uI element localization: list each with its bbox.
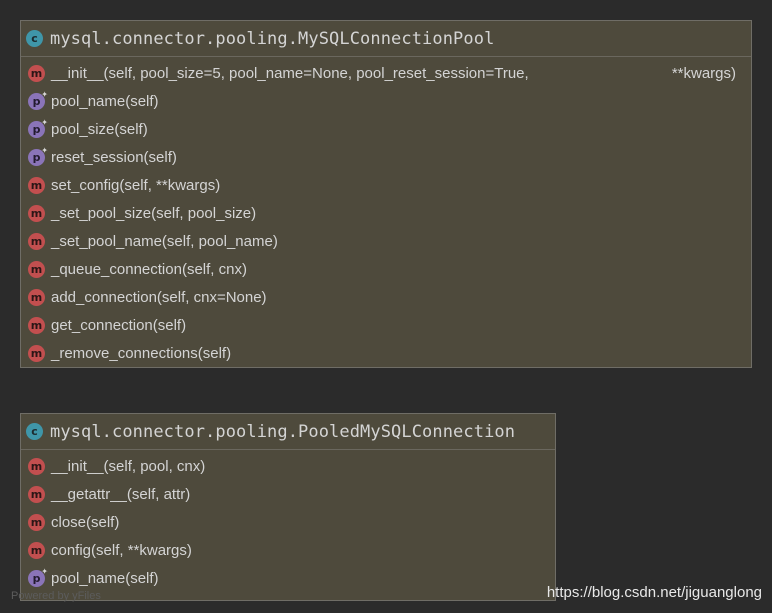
- class-box-pooledmysqlconnection[interactable]: c mysql.connector.pooling.PooledMySQLCon…: [20, 413, 556, 601]
- member-label: reset_session(self): [51, 148, 177, 166]
- member-row[interactable]: p✦pool_name(self): [21, 87, 751, 115]
- member-label: __init__(self, pool, cnx): [51, 457, 206, 475]
- member-row[interactable]: m set_config(self, **kwargs): [21, 171, 751, 199]
- member-list: m __init__(self, pool_size=5, pool_name=N…: [21, 57, 751, 367]
- member-row[interactable]: p✦pool_size(self): [21, 115, 751, 143]
- member-row[interactable]: m _set_pool_size(self, pool_size): [21, 199, 751, 227]
- method-icon: m: [28, 260, 45, 278]
- method-icon: m: [28, 204, 45, 222]
- member-label: close(self): [51, 513, 120, 531]
- pin-icon: ✦: [41, 117, 48, 127]
- member-row[interactable]: m close(self): [21, 508, 555, 536]
- class-box-mysqlconnectionpool[interactable]: c mysql.connector.pooling.MySQLConnectio…: [20, 20, 752, 368]
- method-icon: m: [28, 513, 45, 531]
- property-icon: p✦: [28, 89, 48, 110]
- powered-by-label: Powered by yFiles: [11, 590, 101, 602]
- property-icon: p✦: [28, 566, 48, 587]
- member-row[interactable]: m add_connection(self, cnx=None): [21, 283, 751, 311]
- method-icon: m: [28, 485, 45, 503]
- class-header: c mysql.connector.pooling.MySQLConnectio…: [21, 21, 751, 57]
- member-label: set_config(self, **kwargs): [51, 176, 221, 194]
- member-label-tail: **kwargs): [671, 64, 736, 82]
- method-icon: m: [28, 288, 45, 306]
- member-row[interactable]: m _set_pool_name(self, pool_name): [21, 227, 751, 255]
- class-title: mysql.connector.pooling.PooledMySQLConne…: [50, 421, 516, 442]
- member-row[interactable]: m config(self, **kwargs): [21, 536, 555, 564]
- property-icon: p✦: [28, 145, 48, 166]
- method-icon: m: [28, 316, 45, 334]
- method-icon: m: [28, 541, 45, 559]
- property-icon: p✦: [28, 117, 48, 138]
- member-label: _set_pool_size(self, pool_size): [51, 204, 257, 222]
- member-row[interactable]: m get_connection(self): [21, 311, 751, 339]
- member-row[interactable]: m __init__(self, pool, cnx): [21, 452, 555, 480]
- member-label: pool_name(self): [51, 569, 159, 587]
- member-row[interactable]: m __init__(self, pool_size=5, pool_name=N…: [21, 59, 751, 87]
- member-row[interactable]: m _queue_connection(self, cnx): [21, 255, 751, 283]
- member-label: pool_size(self): [51, 120, 148, 138]
- member-list: m __init__(self, pool, cnx) m __getattr__(s…: [21, 450, 555, 592]
- method-icon: m: [28, 64, 45, 82]
- method-icon: m: [28, 232, 45, 250]
- pin-icon: ✦: [41, 145, 48, 155]
- pin-icon: ✦: [41, 89, 48, 99]
- class-icon: c: [26, 30, 43, 47]
- pin-icon: ✦: [41, 566, 48, 576]
- method-icon: m: [28, 176, 45, 194]
- member-row[interactable]: p✦pool_name(self): [21, 564, 555, 592]
- class-title: mysql.connector.pooling.MySQLConnectionP…: [50, 28, 495, 49]
- member-label: add_connection(self, cnx=None): [51, 288, 267, 306]
- class-header: c mysql.connector.pooling.PooledMySQLCon…: [21, 414, 555, 450]
- member-row[interactable]: m _remove_connections(self): [21, 339, 751, 367]
- member-row[interactable]: p✦reset_session(self): [21, 143, 751, 171]
- member-label: __init__(self, pool_size=5, pool_name=No…: [51, 64, 529, 82]
- watermark: https://blog.csdn.net/jiguanglong: [546, 584, 762, 601]
- member-label: __getattr__(self, attr): [51, 485, 191, 503]
- member-row[interactable]: m __getattr__(self, attr): [21, 480, 555, 508]
- member-label: pool_name(self): [51, 92, 159, 110]
- member-label: get_connection(self): [51, 316, 187, 334]
- method-icon: m: [28, 344, 45, 362]
- member-label: _remove_connections(self): [51, 344, 232, 362]
- member-label: config(self, **kwargs): [51, 541, 192, 559]
- class-icon: c: [26, 423, 43, 440]
- member-label: _queue_connection(self, cnx): [51, 260, 247, 278]
- method-icon: m: [28, 457, 45, 475]
- member-label: _set_pool_name(self, pool_name): [51, 232, 278, 250]
